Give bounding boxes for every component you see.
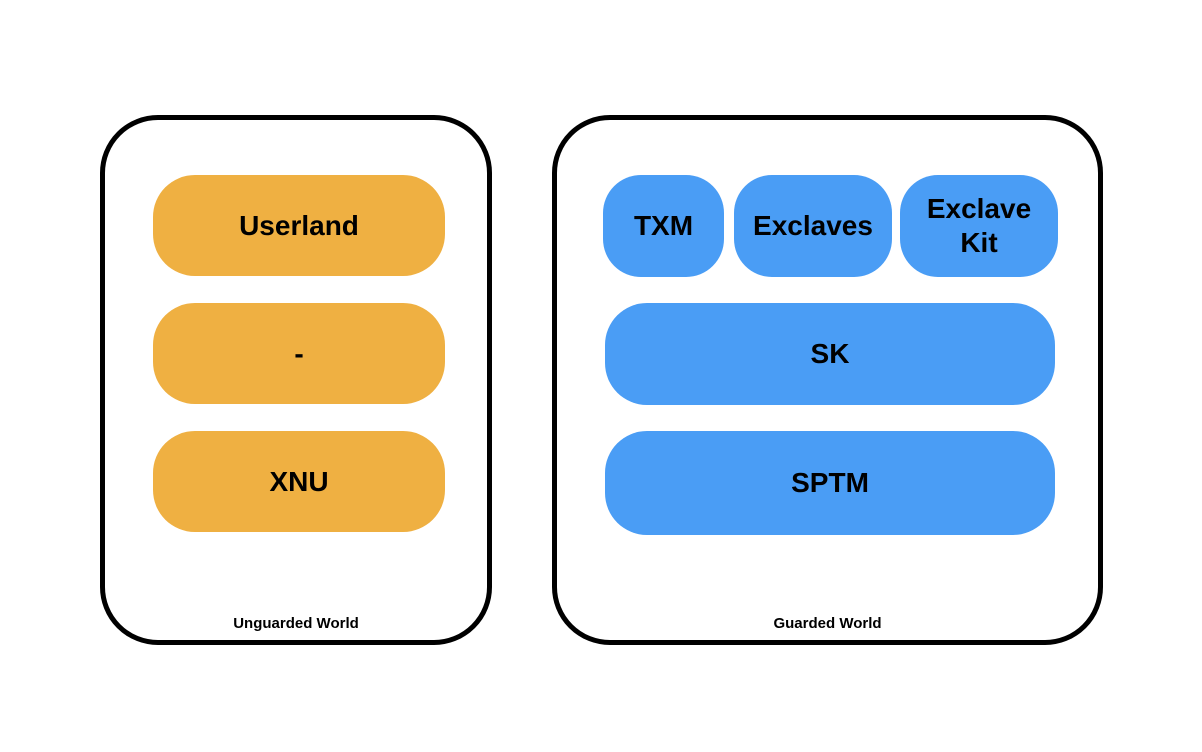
guarded-world-container: TXM Exclaves Exclave Kit SK SPTM Guarded… (552, 115, 1103, 645)
unguarded-world-label: Unguarded World (233, 615, 359, 632)
txm-box: TXM (603, 175, 724, 277)
guarded-world-label: Guarded World (773, 615, 882, 632)
sptm-box: SPTM (605, 431, 1055, 535)
unguarded-world-container: Userland - XNU Unguarded World (100, 115, 492, 645)
exclaves-box: Exclaves (734, 175, 892, 277)
sk-box: SK (605, 303, 1055, 405)
placeholder-dash-box: - (153, 303, 445, 404)
exclave-kit-box: Exclave Kit (900, 175, 1058, 277)
xnu-box: XNU (153, 431, 445, 532)
userland-box: Userland (153, 175, 445, 276)
